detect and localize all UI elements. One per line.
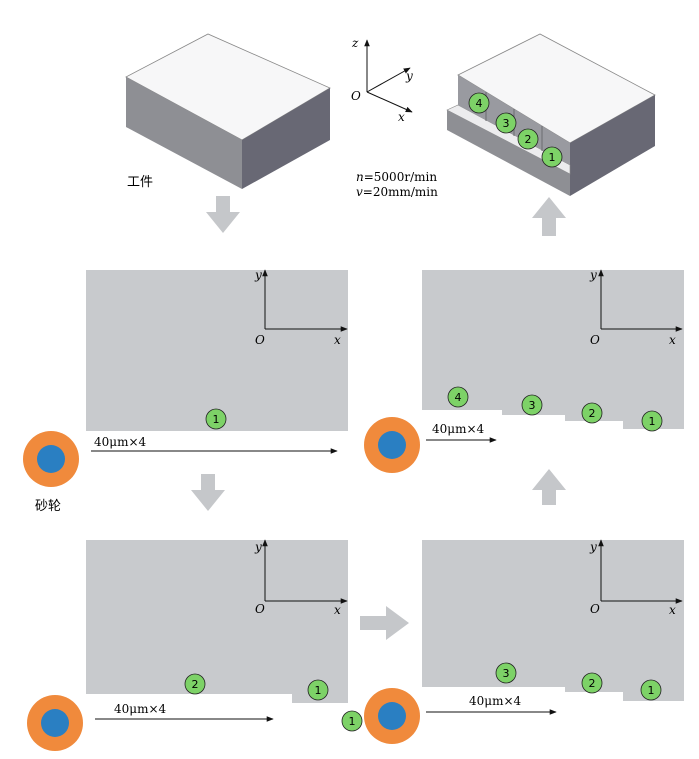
panel-c-plate (422, 540, 684, 701)
feed-speed-label: v=20mm/min (356, 185, 438, 199)
top-right-marker-2: 2 (517, 128, 539, 150)
panel-d-axes (598, 269, 683, 332)
flow-arrow-up-2 (532, 469, 566, 505)
panel-b-y-label: y (254, 540, 262, 554)
origin-label-3d: O (351, 89, 361, 103)
panel-a-axes (262, 269, 348, 332)
panel-a-wheel (23, 431, 79, 487)
panel-c-marker-1-near-wheel: 1 (341, 710, 363, 732)
top-right-marker-1: 1 (541, 146, 563, 168)
panel-a-y-label: y (254, 268, 262, 282)
axes-3d (364, 39, 413, 113)
flow-arrow-down-1 (206, 196, 240, 233)
panel-d-y-label: y (589, 268, 597, 282)
panel-c-x-label: x (669, 603, 676, 617)
top-right-marker-4: 4 (468, 92, 490, 114)
feed-speed-symbol: v (356, 185, 363, 199)
spindle-speed-value: =5000r/min (364, 170, 438, 184)
panel-d-marker-3: 3 (521, 394, 543, 416)
svg-text:4: 4 (476, 97, 483, 110)
panel-b-origin-label: O (255, 602, 265, 616)
panel-a-feed-label: 40μm×4 (94, 435, 147, 449)
panel-b-wheel (27, 695, 83, 751)
panel-b-feed-label: 40μm×4 (114, 702, 167, 716)
panel-c-marker-1: 1 (640, 679, 662, 701)
svg-text:2: 2 (192, 678, 199, 691)
flow-arrow-right (360, 606, 409, 640)
workpiece-label: 工件 (127, 175, 153, 190)
wheel-label: 砂轮 (35, 499, 61, 514)
workpiece-block (125, 33, 331, 189)
svg-text:4: 4 (455, 391, 462, 404)
svg-text:3: 3 (503, 667, 510, 680)
svg-text:3: 3 (529, 399, 536, 412)
panel-d-marker-2: 2 (581, 402, 603, 424)
panel-b-plate (86, 540, 348, 703)
svg-text:1: 1 (648, 684, 655, 697)
svg-text:1: 1 (549, 151, 556, 164)
svg-text:1: 1 (649, 415, 656, 428)
panel-c-origin-label: O (590, 602, 600, 616)
panel-a-plate (86, 270, 348, 431)
panel-c-wheel (364, 688, 420, 744)
panel-a-origin-label: O (255, 333, 265, 347)
panel-a-marker-1: 1 (205, 408, 227, 430)
spindle-speed-label: n=5000r/min (356, 170, 437, 184)
flow-arrow-up-1 (532, 197, 566, 236)
axis-x-label-3d: x (398, 110, 405, 124)
spindle-speed-symbol: n (356, 170, 364, 184)
panel-a-x-label: x (334, 333, 341, 347)
panel-d-marker-1: 1 (641, 410, 663, 432)
stepped-workpiece-block (446, 33, 656, 196)
svg-text:1: 1 (213, 413, 220, 426)
panel-d-origin-label: O (590, 333, 600, 347)
svg-text:1: 1 (349, 715, 356, 728)
axis-y-label-3d: y (405, 69, 413, 83)
panel-c-marker-3: 3 (495, 662, 517, 684)
svg-text:1: 1 (315, 684, 322, 697)
panel-d-marker-4: 4 (447, 386, 469, 408)
panel-d-wheel (364, 417, 420, 473)
svg-text:2: 2 (525, 133, 532, 146)
panel-c-feed-label: 40μm×4 (469, 694, 522, 708)
svg-text:2: 2 (589, 407, 596, 420)
panel-d-feed-label: 40μm×4 (432, 422, 485, 436)
svg-text:2: 2 (589, 677, 596, 690)
panel-b-axes (262, 539, 348, 604)
panel-b-marker-2: 2 (184, 673, 206, 695)
panel-d-plate (422, 270, 684, 429)
feed-speed-value: =20mm/min (363, 185, 438, 199)
svg-text:3: 3 (503, 117, 510, 130)
flow-arrow-down-2 (191, 474, 225, 511)
panel-b-x-label: x (334, 603, 341, 617)
panel-c-marker-2: 2 (581, 672, 603, 694)
panel-c-y-label: y (589, 540, 597, 554)
panel-c-axes (598, 539, 683, 604)
panel-b-marker-1: 1 (307, 679, 329, 701)
top-right-marker-3: 3 (495, 112, 517, 134)
panel-d-x-label: x (669, 333, 676, 347)
axis-z-label-3d: z (351, 36, 359, 50)
